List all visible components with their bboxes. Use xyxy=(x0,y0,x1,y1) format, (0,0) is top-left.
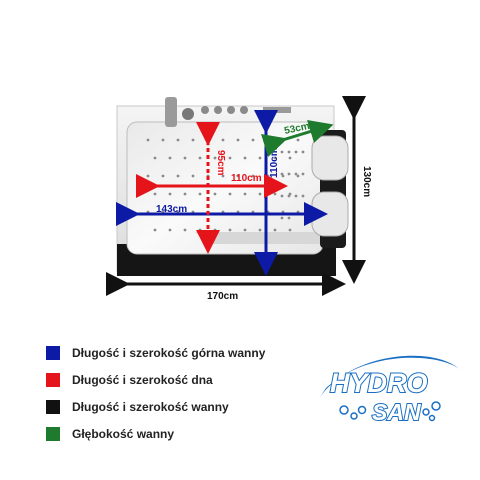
legend-swatch xyxy=(46,373,60,387)
legend-item-red: Długość i szerokość dna xyxy=(46,371,213,389)
logo-bubble xyxy=(422,408,430,416)
depth-arrow xyxy=(261,120,334,157)
outer-width-label: 130cm xyxy=(361,166,372,197)
jet xyxy=(228,156,232,160)
jet xyxy=(176,138,180,142)
control-knob xyxy=(240,106,248,114)
jet xyxy=(168,156,172,160)
jet xyxy=(287,194,291,198)
outer-length-label: 170cm xyxy=(207,291,238,302)
jet xyxy=(243,228,247,232)
jet xyxy=(183,156,187,160)
jet xyxy=(243,156,247,160)
logo-san: SAN xyxy=(372,399,421,425)
faucet xyxy=(165,97,177,127)
jet xyxy=(146,138,150,142)
jet xyxy=(301,172,305,176)
jet xyxy=(228,228,232,232)
jet xyxy=(161,138,165,142)
jet xyxy=(183,228,187,232)
legend-item-black: Długość i szerokość wanny xyxy=(46,398,229,416)
faucet-knob xyxy=(182,108,194,120)
logo-bubble xyxy=(428,414,436,422)
jet xyxy=(153,156,157,160)
jet xyxy=(191,138,195,142)
top-length-label: 143cm xyxy=(156,204,187,215)
jet xyxy=(168,228,172,232)
logo-bubble xyxy=(350,412,358,420)
legend-swatch xyxy=(46,427,60,441)
jet xyxy=(251,138,255,142)
jet xyxy=(294,172,298,176)
legend-swatch xyxy=(46,400,60,414)
logo-bubble xyxy=(431,401,441,411)
logo-bubble xyxy=(339,405,349,415)
jet xyxy=(236,138,240,142)
jet xyxy=(301,194,305,198)
depth-label: 53cm xyxy=(283,121,310,137)
logo-bubble xyxy=(357,405,367,415)
control-knob xyxy=(227,106,235,114)
jet xyxy=(287,172,291,176)
jet xyxy=(221,138,225,142)
floor-width-label: 95cm xyxy=(215,150,226,176)
floor-length-label: 110cm xyxy=(231,173,262,184)
legend-label: Długość i szerokość dna xyxy=(72,373,213,387)
legend-item-blue: Długość i szerokość górna wanny xyxy=(46,344,265,362)
legend-label: Długość i szerokość górna wanny xyxy=(72,346,266,360)
jet xyxy=(288,156,292,160)
top-width-label: 110cm xyxy=(269,147,280,178)
logo-hydro: HYDRO xyxy=(330,368,428,398)
jet xyxy=(294,194,298,198)
legend-label: Długość i szerokość wanny xyxy=(72,400,229,414)
control-knob xyxy=(201,106,209,114)
jet xyxy=(153,228,157,232)
legend-label: Głębokość wanny xyxy=(72,427,175,441)
jet xyxy=(288,228,292,232)
legend-swatch xyxy=(46,346,60,360)
control-knob xyxy=(214,106,222,114)
jet xyxy=(296,174,300,178)
legend-item-green: Głębokość wanny xyxy=(46,425,174,443)
